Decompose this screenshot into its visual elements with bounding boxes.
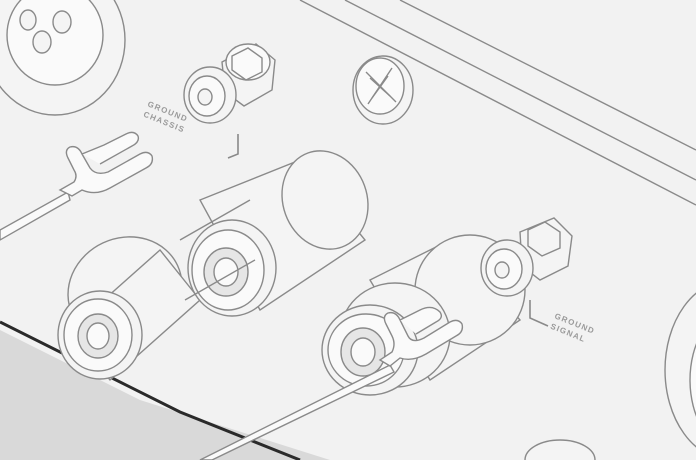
ground-signal-terminal [480,217,573,297]
bottom-panel [0,320,330,460]
xlr-connector-left [0,0,126,116]
ground-chassis-leader-line [227,134,239,159]
rca-jack-left-rear [179,150,369,317]
spade-lug-left [0,131,154,241]
panel-screw [352,55,414,125]
ground-chassis-terminal [183,43,276,124]
ground-signal-leader-line [529,300,549,327]
xlr-connector-right [524,292,696,460]
spade-lug-right [199,306,464,460]
panel-edge-lines [299,0,696,206]
